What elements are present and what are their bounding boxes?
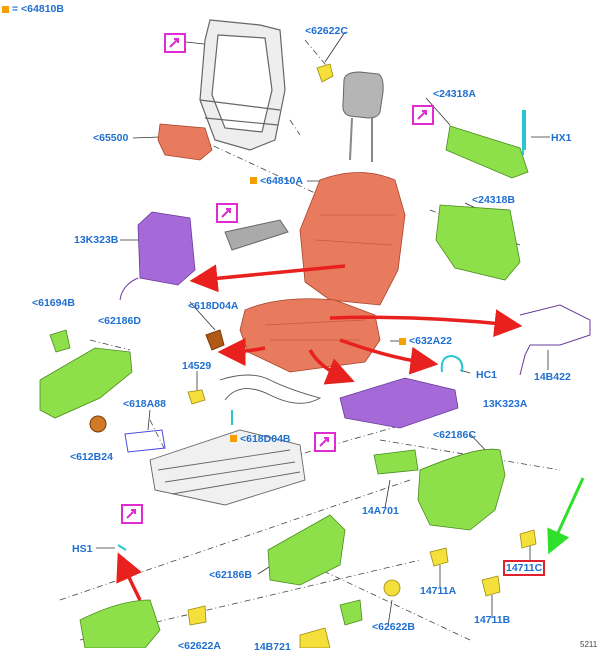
label-618D04B[interactable]: <618D04B [240,433,291,445]
label-14B422[interactable]: 14B422 [534,371,571,383]
trim-24318A [445,125,529,179]
seatback-cover [299,172,406,306]
shield-62186B [267,514,346,586]
figure-reference: 5211 [580,640,598,649]
label-14A701[interactable]: 14A701 [362,505,399,517]
label-HS1[interactable]: HS1 [72,543,93,555]
magnifier-icon[interactable] [314,432,336,452]
shield-62186D [39,347,133,419]
shield-62186C [417,448,506,531]
label-64810A[interactable]: <64810A [260,175,303,187]
label-HC1[interactable]: HC1 [476,369,498,381]
label-14711A[interactable]: 14711A [420,585,457,597]
label-14711C-highlighted[interactable]: 14711C [503,560,546,576]
magnifier-icon[interactable] [121,504,143,524]
legend-swatch [2,6,9,13]
seatback-frame [199,19,286,151]
label-14529[interactable]: 14529 [182,360,212,372]
label-612B24[interactable]: <612B24 [70,451,113,463]
magnifier-icon[interactable] [216,203,238,223]
label-62622B[interactable]: <62622B [372,621,415,633]
headrest [342,71,384,162]
part-14A701 [373,449,419,475]
label-24318B[interactable]: <24318B [472,194,515,206]
seat-cushion [239,298,381,373]
grey-handle [224,219,289,251]
marker-632A22 [399,338,406,345]
green-arrow-icon [547,477,585,555]
yellow-parts [187,63,537,648]
label-618D04A[interactable]: <618D04A [188,300,239,312]
pad-13K323A [339,377,459,429]
arrow-icon [189,264,346,293]
label-62622A[interactable]: <62622A [178,640,221,652]
red-arrows [116,264,523,601]
pad-13K323B [137,211,196,286]
label-61694B[interactable]: <61694B [32,297,75,309]
wire-harness [219,374,322,404]
label-62186B[interactable]: <62186B [209,569,252,581]
trim-24318B [435,204,521,281]
magnifier-icon[interactable] [164,33,186,53]
label-13K323A[interactable]: 13K323A [483,398,528,410]
label-14711B[interactable]: 14711B [474,614,511,626]
label-14B721[interactable]: 14B721 [254,641,291,653]
label-65500[interactable]: <65500 [93,132,129,144]
label-24318A[interactable]: <24318A [433,88,476,100]
label-618A88[interactable]: <618A88 [123,398,166,410]
pad-65500 [157,123,213,161]
label-13K323B[interactable]: 13K323B [74,234,119,246]
marker-618D04B [230,435,237,442]
label-HX1[interactable]: HX1 [551,132,572,144]
magnifier-icon[interactable] [412,105,434,125]
legend-text: = <64810B [12,3,64,15]
label-62186D[interactable]: <62186D [98,315,141,327]
knob-612B24 [89,415,107,433]
label-632A22[interactable]: <632A22 [409,335,452,347]
seat-track [149,429,306,506]
label-62622C-top[interactable]: <62622C [305,25,348,37]
marker-64810A [250,177,257,184]
label-62186C[interactable]: <62186C [433,429,476,441]
